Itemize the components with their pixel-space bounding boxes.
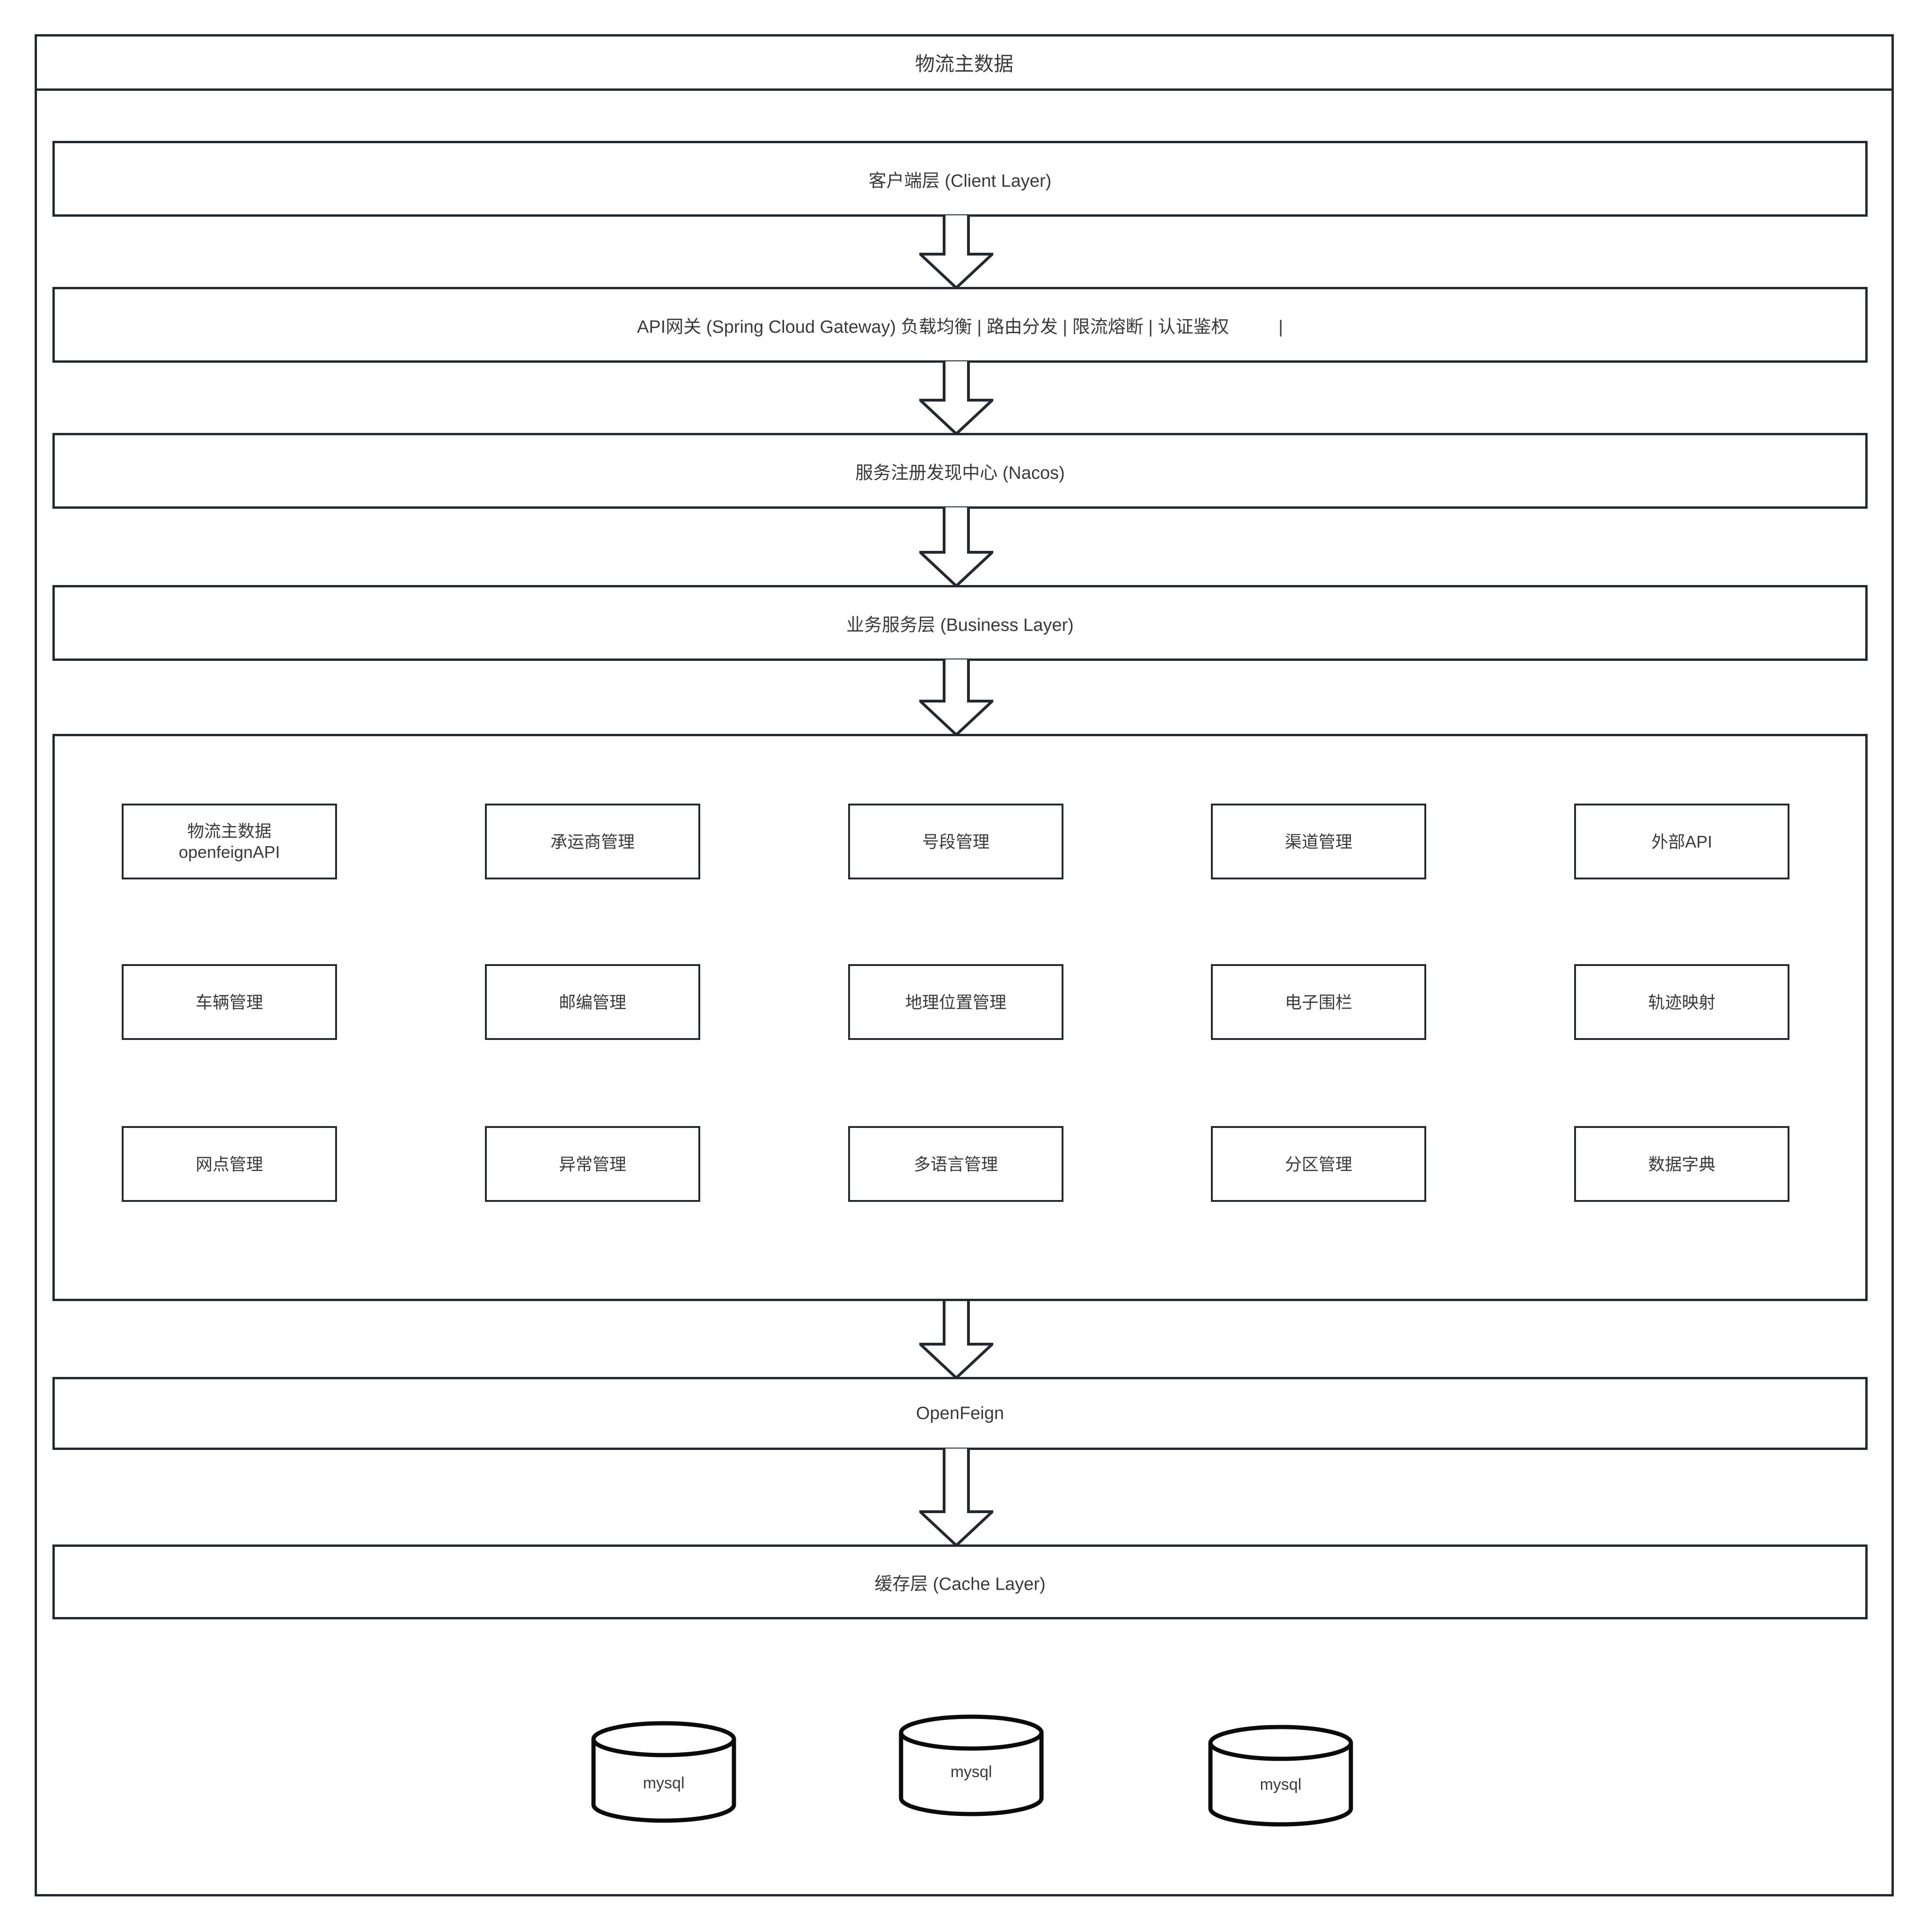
layer-cache: 缓存层 (Cache Layer) [52,1544,1868,1619]
down-arrow-icon [919,361,993,435]
layer-openfeign: OpenFeign [52,1377,1868,1450]
layer-client: 客户端层 (Client Layer) [52,141,1868,217]
service-node-outlet-management: 网点管理 [122,1126,337,1202]
layer-business-label: 业务服务层 (Business Layer) [846,615,1074,635]
service-node-label: 多语言管理 [913,1154,998,1174]
service-node-external-api: 外部API [1574,804,1789,879]
database-label: mysql [643,1774,685,1792]
layer-nacos-registry-label: 服务注册发现中心 (Nacos) [855,463,1065,483]
service-node-geolocation-management: 地理位置管理 [848,964,1063,1040]
service-node-label: 地理位置管理 [905,992,1006,1012]
layer-openfeign-label: OpenFeign [916,1403,1004,1423]
service-node-label: 物流主数据 openfeignAPI [178,821,280,862]
layer-business: 业务服务层 (Business Layer) [52,585,1868,661]
service-node-label: 车辆管理 [195,992,263,1012]
down-arrow-icon [919,215,993,289]
down-arrow-icon [919,1300,993,1379]
service-node-label: 网点管理 [195,1154,263,1174]
database-label: mysql [951,1763,992,1781]
service-node-label: 数据字典 [1648,1154,1715,1174]
service-node-label: 异常管理 [558,1154,626,1174]
service-node-label: 外部API [1651,832,1713,851]
service-node-electronic-fence: 电子围栏 [1211,964,1426,1040]
service-node-logistics-openfeign-api: 物流主数据 openfeignAPI [122,804,337,879]
mysql-database-icon: mysql [899,1714,1044,1817]
mysql-database-icon: mysql [591,1720,736,1823]
service-node-label: 电子围栏 [1284,992,1352,1012]
service-node-trajectory-mapping: 轨迹映射 [1574,964,1789,1040]
layer-cache-label: 缓存层 (Cache Layer) [874,1574,1046,1594]
layer-nacos-registry: 服务注册发现中心 (Nacos) [52,433,1868,509]
layer-client-label: 客户端层 (Client Layer) [868,171,1052,191]
service-node-partition-management: 分区管理 [1211,1126,1426,1202]
service-node-vehicle-management: 车辆管理 [122,964,337,1040]
down-arrow-icon [919,507,993,587]
database-label: mysql [1260,1776,1302,1793]
diagram-title: 物流主数据 [915,53,1013,75]
service-node-label: 承运商管理 [550,832,635,851]
service-node-postcode-management: 邮编管理 [485,964,700,1040]
layer-api-gateway: API网关 (Spring Cloud Gateway) 负载均衡 | 路由分发… [52,287,1868,363]
service-node-data-dictionary: 数据字典 [1574,1126,1789,1202]
service-node-label: 邮编管理 [558,992,626,1012]
mysql-database-icon: mysql [1208,1724,1353,1827]
down-arrow-icon [919,659,993,736]
service-node-label: 号段管理 [922,832,990,851]
service-node-label: 渠道管理 [1284,832,1352,851]
down-arrow-icon [919,1449,993,1547]
service-node-carrier-management: 承运商管理 [485,804,700,879]
service-node-channel-management: 渠道管理 [1211,804,1426,879]
service-node-multilanguage-management: 多语言管理 [848,1126,1063,1202]
service-node-label: 轨迹映射 [1648,992,1715,1012]
layer-api-gateway-label: API网关 (Spring Cloud Gateway) 负载均衡 | 路由分发… [637,317,1283,337]
service-node-number-segment-management: 号段管理 [848,804,1063,879]
service-node-label: 分区管理 [1284,1154,1352,1174]
diagram-title-bar: 物流主数据 [35,34,1894,91]
service-node-exception-management: 异常管理 [485,1126,700,1202]
